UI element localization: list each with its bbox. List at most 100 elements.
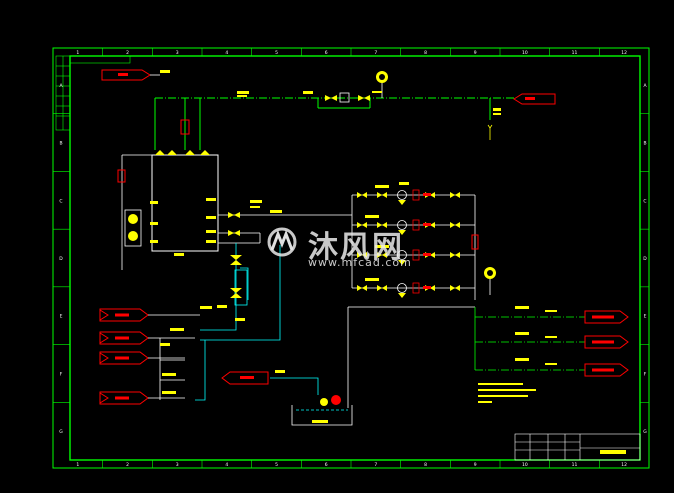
valve-icon: [377, 222, 382, 228]
central-vessel: [151, 154, 219, 252]
flex-joint: [412, 282, 420, 294]
flex-joint: [412, 249, 420, 261]
column-label: 9: [474, 462, 477, 468]
pump-rows: [357, 189, 460, 298]
left-inlet-connectors: [99, 308, 149, 405]
row-label: B: [59, 141, 62, 147]
pump-icon: [397, 220, 407, 230]
right-outlet-connectors: [584, 310, 629, 377]
valve-icon: [377, 192, 382, 198]
row-label: A: [59, 83, 63, 89]
valve-icon: [377, 252, 382, 258]
title-block: [514, 433, 641, 461]
row-label: B: [643, 141, 646, 147]
sheet-inner-border: [69, 55, 641, 461]
valve-top-1: [325, 92, 370, 103]
row-label: A: [643, 83, 647, 89]
pump-icon: [397, 283, 407, 293]
revision-block: [55, 55, 131, 131]
manifold-marker: [471, 234, 479, 250]
connector-label-bar: [592, 340, 614, 344]
watermark-title: 沐风网: [308, 230, 404, 265]
valve-icon: [455, 192, 460, 198]
valve-icon: [455, 222, 460, 228]
outlet-connector-top-right: [513, 93, 556, 105]
valve-icon: [357, 222, 362, 228]
column-label: 9: [474, 50, 477, 56]
column-label: 2: [126, 50, 129, 56]
vessel-top-fitting: [180, 119, 190, 135]
column-label: 3: [176, 50, 179, 56]
column-label: 2: [126, 462, 129, 468]
inlet-connector: [99, 308, 149, 322]
vessel-outlet-valves: [228, 200, 282, 236]
connector-label-bar: [592, 315, 614, 319]
pump-header-tags: [365, 182, 409, 281]
valve-icon: [455, 252, 460, 258]
pressure-gauge-top: [376, 71, 388, 98]
valve-icon: [382, 222, 387, 228]
valve-icon: [430, 192, 435, 198]
column-label: 12: [621, 462, 627, 468]
vessel-left-fitting: [117, 169, 126, 183]
valve-icon: [430, 252, 435, 258]
valve-icon: [455, 285, 460, 291]
row-label: G: [59, 429, 63, 435]
middle-inlet-connector: [221, 370, 285, 385]
row-label: D: [643, 256, 647, 262]
column-label: 3: [176, 462, 179, 468]
row-tag-red: [423, 193, 431, 196]
column-label: 6: [325, 462, 328, 468]
connector-label-bar: [592, 368, 614, 372]
outlet-connector: [584, 363, 629, 377]
pump-icon: [397, 250, 407, 260]
row-tag-red: [423, 223, 431, 226]
row-label: C: [643, 198, 646, 204]
drain-top-right: [487, 124, 493, 140]
valve-icon: [362, 252, 367, 258]
connector-label-bar: [115, 356, 129, 360]
notes-block: [478, 383, 536, 403]
valve-icon: [450, 192, 455, 198]
lower-valve-stack: [217, 255, 245, 321]
mfcad-logo-icon: [267, 227, 297, 257]
column-label: 1: [76, 50, 79, 56]
pipe-connector-arrow-icon: [99, 392, 109, 404]
pump-icon: [397, 190, 407, 200]
column-label: 7: [374, 462, 377, 468]
pipe-connector-arrow-icon: [99, 352, 109, 364]
valve-icon: [450, 285, 455, 291]
column-label: 11: [572, 462, 578, 468]
flex-joint: [412, 189, 420, 201]
left-distribution-tags: [160, 306, 212, 394]
inlet-connector: [99, 331, 149, 345]
valve-icon: [382, 192, 387, 198]
connector-label-bar: [115, 313, 129, 317]
valve-icon: [357, 285, 362, 291]
column-label: 5: [275, 50, 278, 56]
vessel-left-instruments: [124, 209, 142, 247]
row-label: D: [59, 256, 63, 262]
column-label: 8: [424, 50, 427, 56]
left-distribution-pipes: [148, 314, 200, 400]
outlet-connector: [584, 310, 629, 324]
inlet-connector: [99, 351, 149, 365]
valve-icon: [362, 222, 367, 228]
row-label: F: [644, 371, 647, 377]
valve-icon: [450, 222, 455, 228]
pump-base: [398, 230, 406, 235]
pump-base: [398, 200, 406, 205]
row-label: E: [644, 314, 647, 320]
vessel-top-nozzles: [155, 150, 210, 155]
vessel-left-pipe: [121, 154, 152, 270]
vessel-side-ports: [150, 198, 216, 256]
valve-icon: [450, 252, 455, 258]
column-label: 11: [572, 50, 578, 56]
column-label: 6: [325, 50, 328, 56]
column-label: 5: [275, 462, 278, 468]
valve-icon: [362, 192, 367, 198]
column-label: 8: [424, 462, 427, 468]
